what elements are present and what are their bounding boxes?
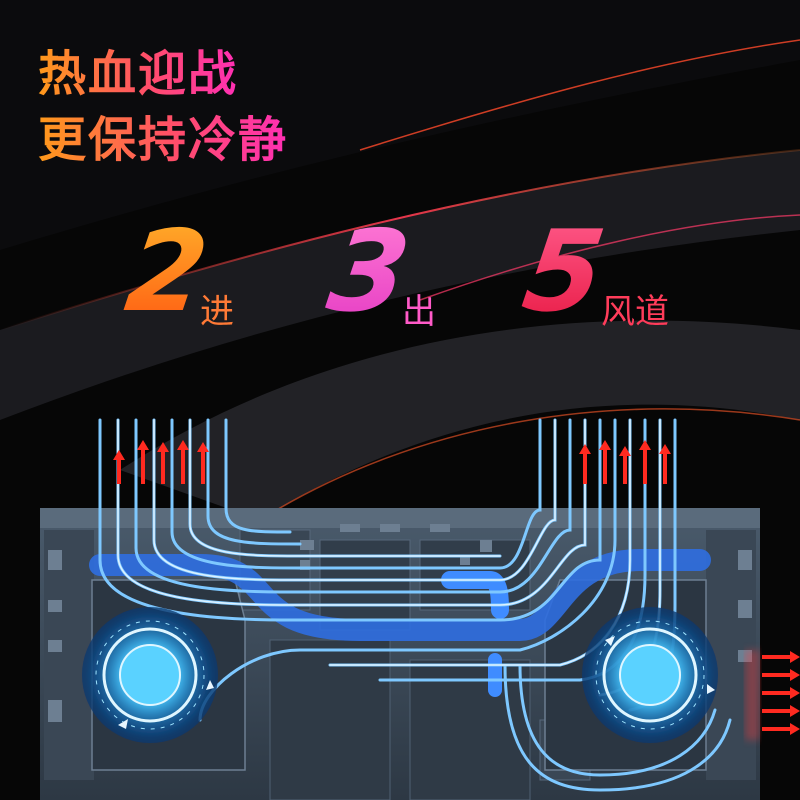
arrow-up-icon xyxy=(113,440,671,484)
spec-unit-label: 出 xyxy=(402,292,436,332)
spec-unit-label: 进 xyxy=(200,292,234,332)
fan-icon xyxy=(82,607,218,743)
headline-line-2: 更保持冷静 xyxy=(38,112,289,168)
headline-line-1: 热血迎战 xyxy=(38,46,239,102)
spec-unit-label: 风道 xyxy=(601,292,669,332)
fan-icon xyxy=(582,607,718,743)
arrow-right-icon xyxy=(745,650,800,740)
